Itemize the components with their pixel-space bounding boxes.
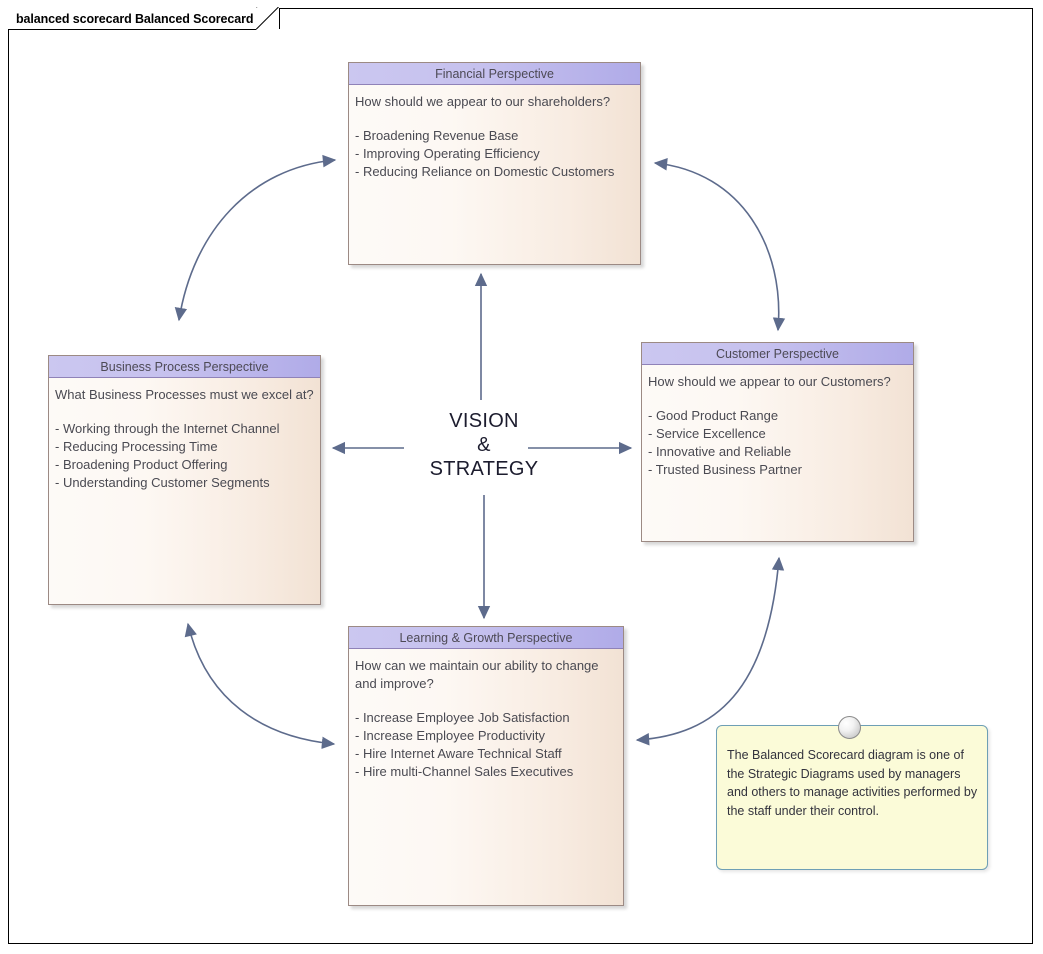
- box-title-customer: Customer Perspective: [716, 346, 839, 361]
- note-box[interactable]: The Balanced Scorecard diagram is one of…: [716, 725, 988, 870]
- note-text: The Balanced Scorecard diagram is one of…: [727, 748, 978, 818]
- vision-line-3: STRATEGY: [429, 458, 539, 480]
- diagram-title-label: balanced scorecard Balanced Scorecard: [16, 11, 254, 26]
- list-item: - Trusted Business Partner: [648, 462, 802, 477]
- box-body-customer: How should we appear to our Customers? -…: [642, 365, 913, 485]
- box-objectives-learning-growth: - Increase Employee Job Satisfaction - I…: [355, 709, 617, 781]
- box-body-business-process: What Business Processes must we excel at…: [49, 378, 320, 498]
- box-body-learning-growth: How can we maintain our ability to chang…: [349, 649, 623, 787]
- box-objectives-customer: - Good Product Range - Service Excellenc…: [648, 407, 907, 479]
- box-header-business-process: Business Process Perspective: [49, 356, 320, 378]
- list-item: - Innovative and Reliable: [648, 444, 792, 459]
- box-question-learning-growth: How can we maintain our ability to chang…: [355, 658, 599, 691]
- list-item: - Increase Employee Productivity: [355, 728, 546, 743]
- box-objectives-financial: - Broadening Revenue Base - Improving Op…: [355, 127, 634, 181]
- perspective-box-financial[interactable]: Financial Perspective How should we appe…: [348, 62, 641, 265]
- box-header-customer: Customer Perspective: [642, 343, 913, 365]
- list-item: - Reducing Reliance on Domestic Customer…: [355, 164, 615, 179]
- note-pin-icon[interactable]: [838, 716, 861, 739]
- vision-line-1: VISION: [449, 410, 519, 432]
- box-objectives-business-process: - Working through the Internet Channel -…: [55, 420, 314, 492]
- list-item: - Hire multi-Channel Sales Executives: [355, 764, 574, 779]
- box-header-learning-growth: Learning & Growth Perspective: [349, 627, 623, 649]
- perspective-box-business-process[interactable]: Business Process Perspective What Busine…: [48, 355, 321, 605]
- vision-line-2: &: [477, 434, 491, 456]
- box-question-customer: How should we appear to our Customers?: [648, 374, 891, 389]
- box-question-business-process: What Business Processes must we excel at…: [55, 387, 314, 402]
- list-item: - Good Product Range: [648, 408, 779, 423]
- list-item: - Increase Employee Job Satisfaction: [355, 710, 570, 725]
- tab-slant-decoration: [256, 7, 281, 30]
- perspective-box-learning-growth[interactable]: Learning & Growth Perspective How can we…: [348, 626, 624, 906]
- list-item: - Broadening Revenue Base: [355, 128, 519, 143]
- box-title-learning-growth: Learning & Growth Perspective: [399, 630, 573, 645]
- perspective-box-customer[interactable]: Customer Perspective How should we appea…: [641, 342, 914, 542]
- list-item: - Improving Operating Efficiency: [355, 146, 540, 161]
- box-body-financial: How should we appear to our shareholders…: [349, 85, 640, 187]
- list-item: - Understanding Customer Segments: [55, 475, 270, 490]
- diagram-title-tab[interactable]: balanced scorecard Balanced Scorecard: [8, 7, 281, 30]
- list-item: - Working through the Internet Channel: [55, 421, 280, 436]
- vision-strategy-label: VISION & STRATEGY: [412, 409, 556, 481]
- list-item: - Broadening Product Offering: [55, 457, 228, 472]
- list-item: - Service Excellence: [648, 426, 766, 441]
- list-item: - Hire Internet Aware Technical Staff: [355, 746, 562, 761]
- list-item: - Reducing Processing Time: [55, 439, 218, 454]
- box-title-financial: Financial Perspective: [435, 66, 554, 81]
- box-question-financial: How should we appear to our shareholders…: [355, 94, 611, 109]
- box-title-business-process: Business Process Perspective: [100, 359, 269, 374]
- box-header-financial: Financial Perspective: [349, 63, 640, 85]
